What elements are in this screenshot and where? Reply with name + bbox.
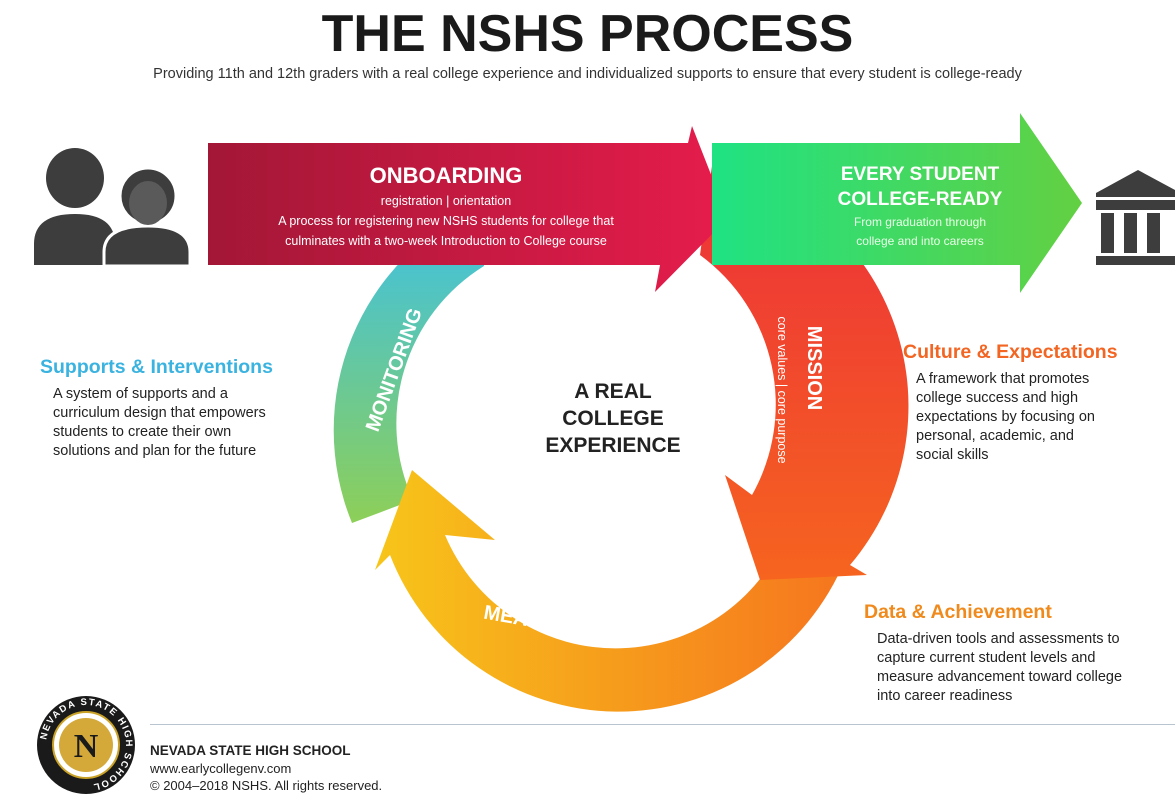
seal-letter: N xyxy=(74,728,99,765)
center-line-1: A REAL xyxy=(574,380,652,403)
students-icon xyxy=(34,148,192,268)
data-achievement-line: into career readiness xyxy=(877,688,1013,704)
data-achievement-block: Data & Achievement Data-driven tools and… xyxy=(864,601,1169,706)
footer: NEVADA STATE HIGH SCHOOL www.earlycolleg… xyxy=(150,743,382,793)
mission-label: MISSION xyxy=(803,326,825,410)
culture-line: expectations by focusing on xyxy=(916,409,1095,425)
page-title: THE NSHS PROCESS xyxy=(321,5,854,63)
measurement-arc xyxy=(375,470,845,712)
footer-url[interactable]: www.earlycollegenv.com xyxy=(150,761,292,776)
monitoring-arc xyxy=(333,205,484,523)
culture-heading: Culture & Expectations xyxy=(903,341,1118,363)
institution-icon xyxy=(1096,170,1175,265)
college-ready-desc-1: From graduation through xyxy=(854,215,986,229)
culture-line: personal, academic, and xyxy=(916,428,1074,444)
supports-heading: Supports & Interventions xyxy=(40,356,273,378)
mission-tags: core values | core purpose xyxy=(775,316,789,463)
culture-block: Culture & Expectations A framework that … xyxy=(903,341,1173,465)
culture-line: A framework that promotes xyxy=(916,371,1090,387)
onboarding-tags: registration | orientation xyxy=(381,194,511,208)
mission-arc xyxy=(700,166,909,580)
onboarding-arrow xyxy=(208,126,728,292)
data-achievement-line: capture current student levels and xyxy=(877,650,1096,666)
page-subtitle: Providing 11th and 12th graders with a r… xyxy=(153,66,1022,82)
supports-line: students to create their own xyxy=(53,424,232,440)
center-line-3: EXPERIENCE xyxy=(545,434,680,457)
college-ready-title-1: EVERY STUDENT xyxy=(841,164,1000,185)
supports-block: Supports & Interventions A system of sup… xyxy=(40,356,340,461)
center-line-2: COLLEGE xyxy=(562,407,664,430)
onboarding-desc-1: A process for registering new NSHS stude… xyxy=(278,214,614,228)
footer-copyright: © 2004–2018 NSHS. All rights reserved. xyxy=(150,778,383,793)
college-ready-desc-2: college and into careers xyxy=(856,234,983,248)
supports-line: curriculum design that empowers xyxy=(53,405,266,421)
college-ready-arrow xyxy=(712,113,1082,293)
college-ready-title-2: COLLEGE-READY xyxy=(838,189,1003,210)
data-achievement-line: measure advancement toward college xyxy=(877,669,1123,685)
footer-school-name: NEVADA STATE HIGH SCHOOL xyxy=(150,743,351,758)
supports-line: A system of supports and a xyxy=(53,386,228,402)
onboarding-desc-2: culminates with a two-week Introduction … xyxy=(285,234,607,248)
footer-divider xyxy=(150,724,1175,725)
data-achievement-heading: Data & Achievement xyxy=(864,601,1052,623)
supports-line: solutions and plan for the future xyxy=(53,443,257,459)
onboarding-title: ONBOARDING xyxy=(370,163,523,188)
culture-line: college success and high xyxy=(916,390,1079,406)
data-achievement-line: Data-driven tools and assessments to xyxy=(877,631,1120,647)
school-seal: NEVADA STATE HIGH SCHOOL N xyxy=(37,696,135,794)
culture-line: social skills xyxy=(916,447,989,463)
